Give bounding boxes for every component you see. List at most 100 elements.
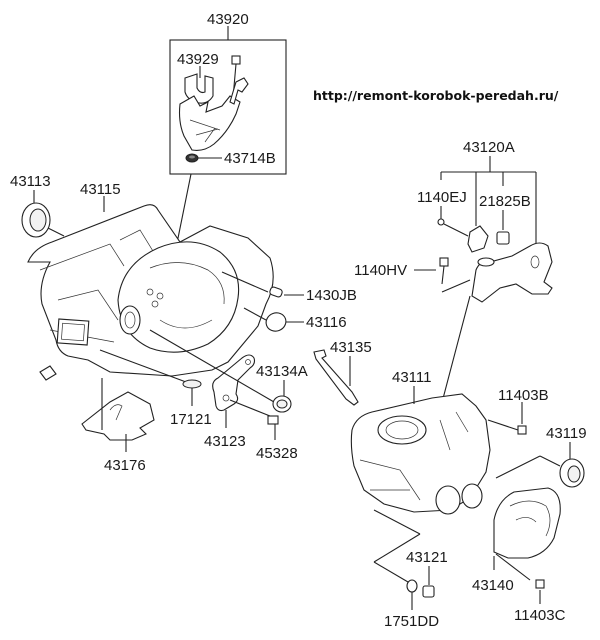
bracket-detail xyxy=(189,119,221,143)
mount-bracket-43176 xyxy=(81,378,155,452)
seal-43134A-inner xyxy=(276,399,288,409)
part-label-11403C: 11403C xyxy=(514,607,566,624)
leader-line-45328-axis xyxy=(229,399,271,417)
bolt-45328 xyxy=(267,415,279,440)
part-label-1140EJ: 1140EJ xyxy=(417,189,467,206)
input-shaft-bore xyxy=(119,305,141,335)
part-label-21825B: 21825B xyxy=(479,193,531,210)
part-label-45328: 45328 xyxy=(256,445,298,462)
source-url-text: http://remont-korobok-peredah.ru/ xyxy=(313,88,559,103)
seal-43113-inner xyxy=(29,208,47,232)
leader-line-43113-housing xyxy=(47,227,65,237)
bracket-43176-detail xyxy=(109,404,123,421)
mount-body-shape xyxy=(471,242,553,303)
seal-43134A xyxy=(149,329,292,413)
leader-line-43134A-axis xyxy=(149,329,275,403)
bolt-head-shape xyxy=(231,55,241,65)
bolt-1140HV-head xyxy=(439,257,449,267)
leader-line-1430JB-housing xyxy=(221,271,269,293)
mount-post-top xyxy=(477,257,495,267)
leader-line-43119-axis-a xyxy=(495,455,541,479)
housing-window-inner xyxy=(61,322,85,342)
part-label-11403B: 11403B xyxy=(498,387,549,404)
mount-bore xyxy=(530,255,540,269)
cover-43140-outline xyxy=(493,487,561,559)
oil-seal-43119 xyxy=(495,442,585,488)
case-bore-top xyxy=(377,415,427,445)
part-label-43920: 43920 xyxy=(207,11,249,28)
bolt-1140HV-shaft xyxy=(441,265,445,285)
seal-17121 xyxy=(99,349,202,406)
housing-boss xyxy=(39,365,57,381)
pin-1430JB-shape xyxy=(269,286,283,298)
kit-box-43920 xyxy=(169,39,287,175)
leader-line-plug-b xyxy=(373,533,421,563)
part-label-43123: 43123 xyxy=(204,433,246,450)
lever-shape xyxy=(229,77,249,105)
bracket-hole xyxy=(245,359,251,365)
part-label-43929: 43929 xyxy=(177,51,219,68)
leader-line-43714B-housing xyxy=(175,173,192,249)
oil-seal-43113 xyxy=(21,190,65,238)
bolt-11403C-axis xyxy=(495,553,531,581)
part-label-43111: 43111 xyxy=(392,369,432,386)
clutch-housing-43115 xyxy=(27,196,274,381)
leader-line-43116-housing xyxy=(243,307,267,321)
input-shaft-bore-inner xyxy=(124,311,136,329)
case-ribs xyxy=(359,411,469,501)
transmission-case-43111 xyxy=(350,386,491,515)
end-cover-43140 xyxy=(493,487,561,581)
mount-plate-shape xyxy=(467,225,489,253)
part-label-43176: 43176 xyxy=(104,457,146,474)
case-bore-inner xyxy=(385,420,419,440)
seal-17121-shape xyxy=(182,379,202,389)
leader-line-1140HV-axis xyxy=(441,279,471,293)
case-output-bore-1 xyxy=(435,485,461,515)
plug-43116 xyxy=(243,307,304,332)
leader-line-17121-axis xyxy=(99,349,187,383)
bell-inner-detail xyxy=(149,262,225,329)
part-label-1140HV: 1140HV xyxy=(354,262,407,279)
bolt-hole xyxy=(146,288,154,296)
part-label-43121: 43121 xyxy=(406,549,448,566)
dowel-pin-1430JB xyxy=(221,271,304,298)
bolt-hole xyxy=(151,300,159,308)
housing-window xyxy=(56,318,90,346)
drain-plug-set xyxy=(373,509,435,610)
bolt-11403B-shaft xyxy=(487,419,519,431)
mount-assembly-43120A xyxy=(414,156,553,411)
part-label-43140: 43140 xyxy=(472,577,514,594)
leader-line-mount-to-case xyxy=(439,295,471,411)
bolt-45328-shape xyxy=(267,415,279,425)
bolt-11403B-head xyxy=(517,425,527,435)
bolt-11403C-head xyxy=(535,579,545,589)
part-label-1430JB: 1430JB xyxy=(306,287,357,304)
seal-43714B-hole xyxy=(189,155,195,159)
leader-line-43119-axis-b xyxy=(539,455,561,467)
bell-housing-opening xyxy=(117,241,240,353)
plug-43121-shape xyxy=(422,585,435,598)
rail-43135-shape xyxy=(313,349,359,406)
shift-rail-43135 xyxy=(313,349,359,406)
bolt-1140EJ-shape xyxy=(437,218,445,226)
seal-43119-inner xyxy=(567,465,581,483)
shift-bracket-shape xyxy=(178,95,241,151)
case-output-bore-2 xyxy=(461,483,483,509)
part-label-43115: 43115 xyxy=(80,181,121,198)
part-label-17121: 17121 xyxy=(170,411,212,428)
bolt-11403C xyxy=(535,579,545,604)
leader-line-plug-a xyxy=(373,509,421,535)
part-group-43920 xyxy=(169,26,287,249)
part-label-43113: 43113 xyxy=(10,173,51,190)
washer-1751DD-shape xyxy=(406,579,418,593)
plug-43116-shape xyxy=(265,312,287,332)
part-label-43135: 43135 xyxy=(330,339,372,356)
bolt-hole xyxy=(156,292,164,300)
cover-43140-detail xyxy=(509,500,551,537)
part-label-43119: 43119 xyxy=(546,425,587,442)
bushing-21825B-shape xyxy=(496,231,510,245)
part-label-43714B: 43714B xyxy=(224,150,276,167)
bracket-43123 xyxy=(212,354,271,428)
leader-line-plug-c xyxy=(373,561,409,583)
